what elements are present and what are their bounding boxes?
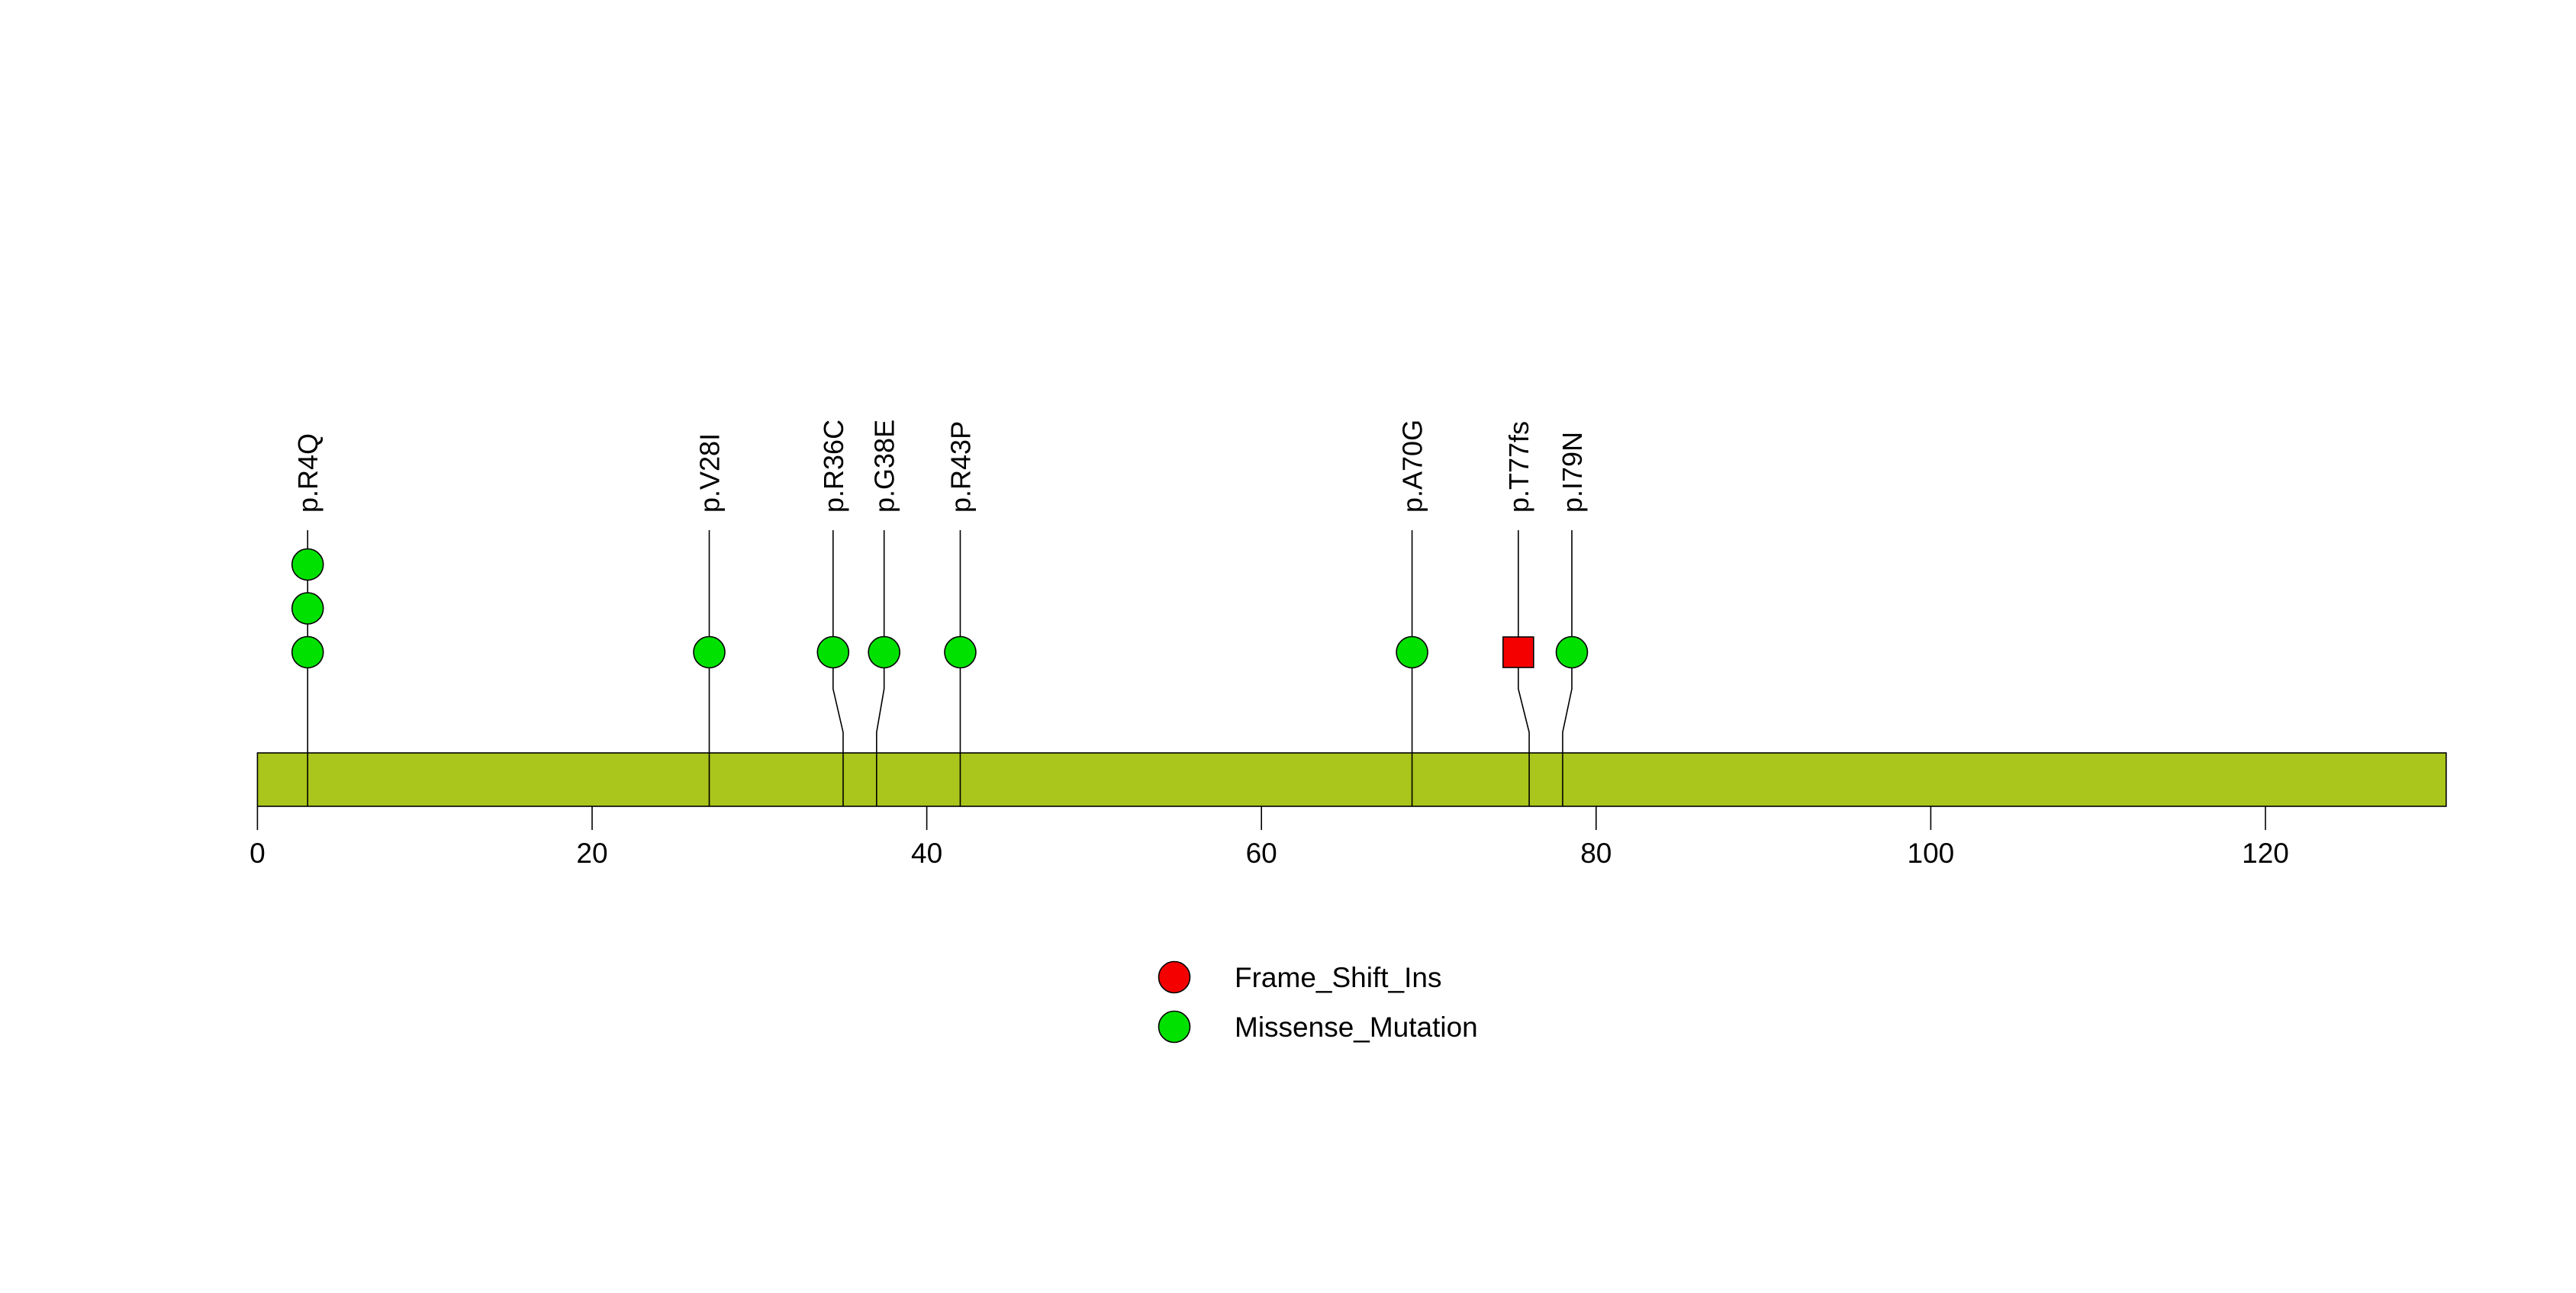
x-axis-group: 0 20 40 60 80 100 120 [250, 806, 2289, 869]
mutation-labels-group: p.R4Q p.V28I p.R36C p.G38E p.R43P p.A70G p.T77… [292, 420, 1588, 513]
axis-tick-label: 100 [1908, 838, 1955, 869]
mutation-label: p.T77fs [1503, 421, 1534, 513]
legend-marker-frame_shift_ins [1158, 960, 1191, 994]
axis-tick-label: 40 [911, 838, 942, 869]
axis-tick-label: 60 [1246, 838, 1277, 869]
lollipop-stick [832, 530, 844, 806]
mutation-markers-group [291, 548, 1589, 669]
mutation-label: p.R43P [945, 421, 976, 513]
mutation-marker [1555, 635, 1589, 669]
lollipop-stick [1562, 530, 1573, 806]
mutation-marker [816, 635, 850, 669]
mutation-marker [291, 548, 324, 581]
mutation-label: p.I79N [1557, 432, 1588, 513]
mutation-label: p.A70G [1397, 420, 1428, 513]
legend-label: Missense_Mutation [1235, 1012, 1478, 1043]
lollipop-stick [876, 530, 885, 806]
lollipop-stick [1518, 530, 1530, 806]
mutation-label: p.G38E [869, 420, 900, 513]
mutation-marker [693, 635, 726, 669]
mutation-marker [291, 592, 324, 625]
mutation-marker [868, 635, 900, 669]
mutation-label: p.V28I [694, 433, 726, 513]
axis-tick-label: 120 [2242, 838, 2289, 869]
protein-backbone [256, 752, 2447, 807]
mutation-marker [944, 635, 977, 669]
mutation-label: p.R4Q [292, 433, 324, 513]
axis-tick-label: 20 [576, 838, 607, 869]
axis-tick-label: 80 [1580, 838, 1612, 869]
legend-marker-missense_mutation [1158, 1010, 1191, 1044]
protein-backbone-group [256, 752, 2447, 807]
mutation-marker [291, 635, 324, 669]
legend-label: Frame_Shift_Ins [1235, 962, 1441, 993]
mutation-label: p.R36C [818, 420, 849, 513]
mutation-marker [1502, 636, 1534, 668]
mutation-marker [1396, 635, 1428, 669]
axis-tick-label: 0 [250, 838, 266, 869]
